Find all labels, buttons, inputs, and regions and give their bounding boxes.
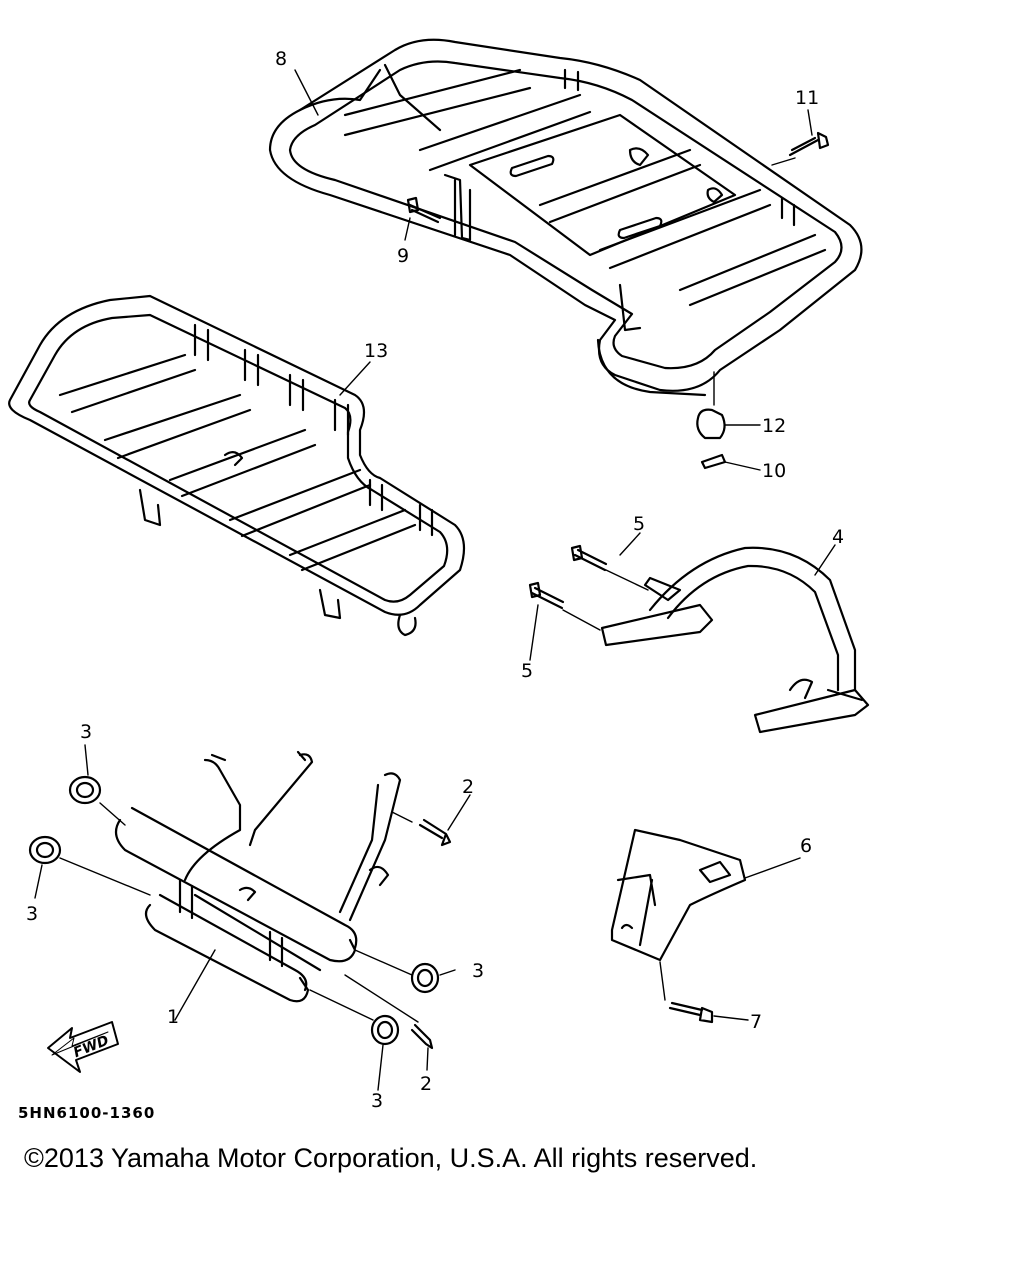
- callout-label: 2: [420, 1073, 432, 1095]
- copyright-notice: ©2013 Yamaha Motor Corporation, U.S.A. A…: [24, 1143, 758, 1173]
- fwd-label: FWD: [71, 1033, 111, 1062]
- callout-label: 12: [762, 415, 786, 437]
- callout-label: 1: [167, 1006, 179, 1028]
- rear-carrier: [270, 40, 861, 395]
- callout-labels: 8 11 9 13 12 10 5 5 4 3 3 3 3 2 2 1 6 7: [26, 48, 844, 1112]
- callout-label: 3: [26, 903, 38, 925]
- callout-label: 3: [472, 960, 484, 982]
- callout-label: 3: [371, 1090, 383, 1112]
- guard-bar: [602, 548, 868, 732]
- callout-label: 13: [364, 340, 388, 362]
- hardware: [30, 133, 828, 1048]
- callout-label: 6: [800, 835, 812, 857]
- callout-label: 5: [521, 660, 533, 682]
- leader-lines: [35, 70, 835, 1090]
- callout-label: 3: [80, 721, 92, 743]
- bumper-frame: [116, 752, 400, 1001]
- callout-label: 2: [462, 776, 474, 798]
- callout-label: 8: [275, 48, 287, 70]
- parts-diagram: 8 11 9 13 12 10 5 5 4 3 3 3 3 2 2 1 6 7 …: [0, 0, 1024, 1122]
- callout-label: 4: [832, 526, 844, 548]
- mount-bracket: [612, 830, 745, 960]
- callout-label: 9: [397, 245, 409, 267]
- callout-label: 10: [762, 460, 786, 482]
- drawing-code: 5HN6100-1360: [18, 1104, 155, 1122]
- fwd-arrow-icon: [48, 1022, 118, 1072]
- callout-label: 7: [750, 1011, 762, 1033]
- callout-label: 11: [795, 87, 819, 109]
- callout-label: 5: [633, 513, 645, 535]
- front-carrier: [9, 296, 464, 635]
